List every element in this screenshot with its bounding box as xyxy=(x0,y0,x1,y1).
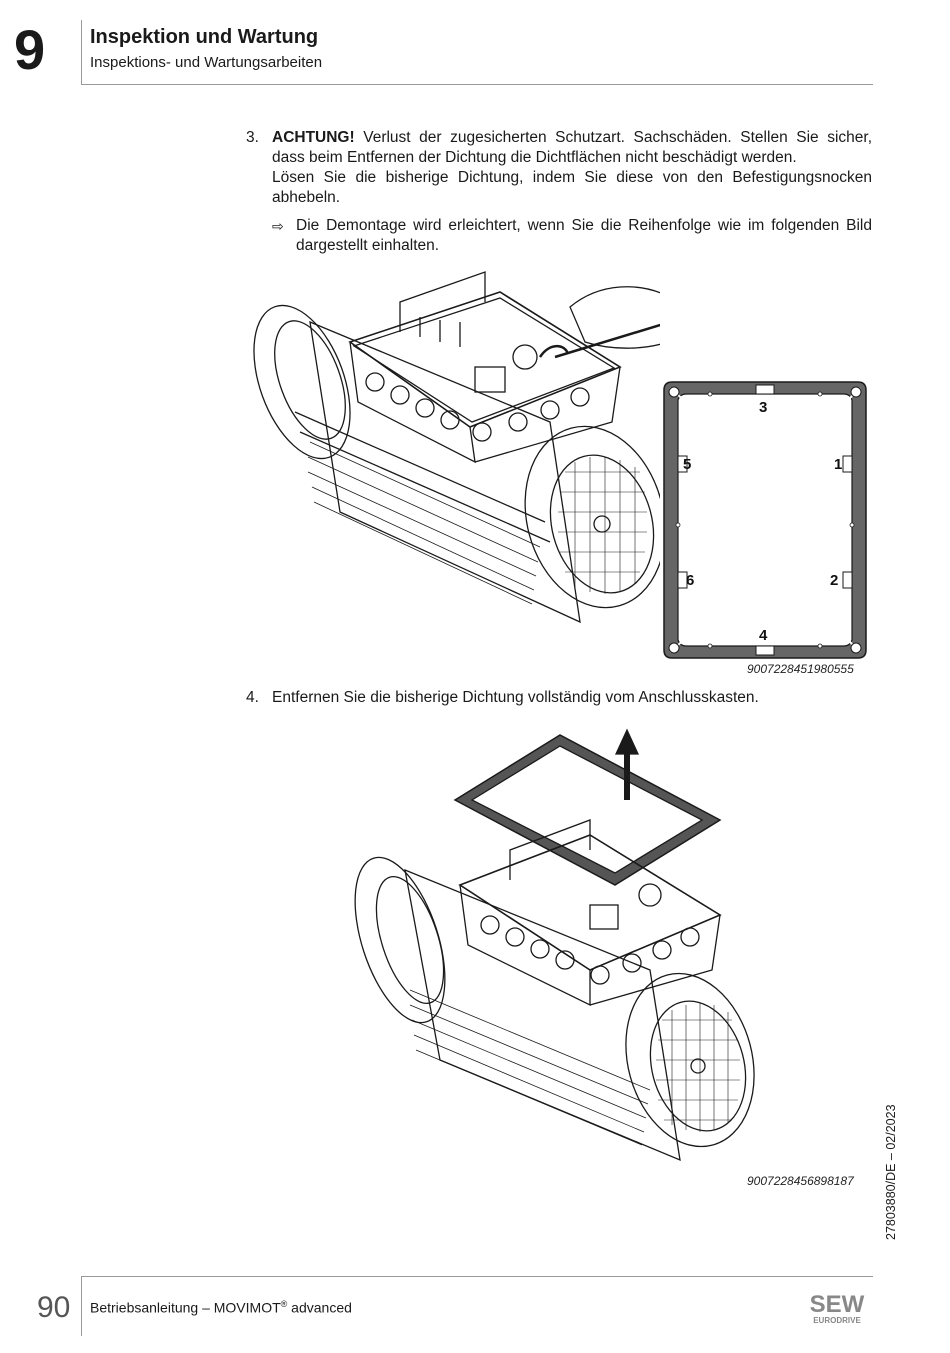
logo-top-text: SEW xyxy=(810,1291,865,1318)
logo-bottom-text: EURODRIVE xyxy=(813,1316,861,1325)
step-number: 4. xyxy=(246,689,259,706)
gasket-label-5: 5 xyxy=(683,456,691,473)
footer-title: Betriebsanleitung – MOVIMOT® advanced xyxy=(90,1299,352,1316)
footer-divider-vertical xyxy=(81,1276,82,1336)
chapter-number: 9 xyxy=(14,18,46,81)
step-number: 3. xyxy=(246,129,259,146)
step-instruction: Entfernen Sie die bisherige Dichtung vol… xyxy=(272,689,759,706)
page-number: 90 xyxy=(37,1291,71,1324)
figure-2-id: 9007228456898187 xyxy=(747,1174,854,1188)
document-reference-text: 27803880/DE – 02/2023 xyxy=(884,1104,898,1240)
gasket-label-4: 4 xyxy=(759,627,768,644)
step-3-note: ⇨ Die Demontage wird erleichtert, wenn S… xyxy=(272,216,872,256)
step-4: 4. Entfernen Sie die bisherige Dichtung … xyxy=(246,688,872,708)
footer-title-suffix: advanced xyxy=(287,1299,352,1316)
warning-label: ACHTUNG! xyxy=(272,129,355,146)
chapter-title: Inspektion und Wartung xyxy=(90,26,319,48)
header-divider-vertical xyxy=(81,20,82,84)
sew-eurodrive-logo: SEW EURODRIVE xyxy=(810,1291,865,1325)
footer-title-prefix: Betriebsanleitung – MOVIMOT xyxy=(90,1299,281,1316)
gasket-label-1: 1 xyxy=(834,456,842,473)
gasket-label-2: 2 xyxy=(830,572,838,589)
step-instruction: Lösen Sie die bisherige Dichtung, indem … xyxy=(272,169,872,206)
document-reference: 27803880/DE – 02/2023 xyxy=(884,1080,908,1240)
motor-screwdriver-illustration xyxy=(253,271,660,624)
warning-text: Verlust der zugesicherten Schutzart. Sac… xyxy=(272,129,872,166)
figure-1-id: 9007228451980555 xyxy=(747,662,854,676)
result-arrow-icon: ⇨ xyxy=(272,218,284,234)
header-divider xyxy=(81,84,873,85)
footer-divider xyxy=(81,1276,873,1277)
registered-mark: ® xyxy=(280,1299,288,1309)
gasket-label-3: 3 xyxy=(759,399,767,416)
step-3: 3. ACHTUNG! Verlust der zugesicherten Sc… xyxy=(246,128,872,208)
gasket-sequence-diagram: 3 5 1 6 2 4 xyxy=(663,381,867,659)
note-text: Die Demontage wird erleichtert, wenn Sie… xyxy=(296,217,872,254)
gasket-label-6: 6 xyxy=(686,572,694,589)
gasket-removal-illustration xyxy=(354,728,755,1162)
chapter-subtitle: Inspektions- und Wartungsarbeiten xyxy=(90,54,323,71)
